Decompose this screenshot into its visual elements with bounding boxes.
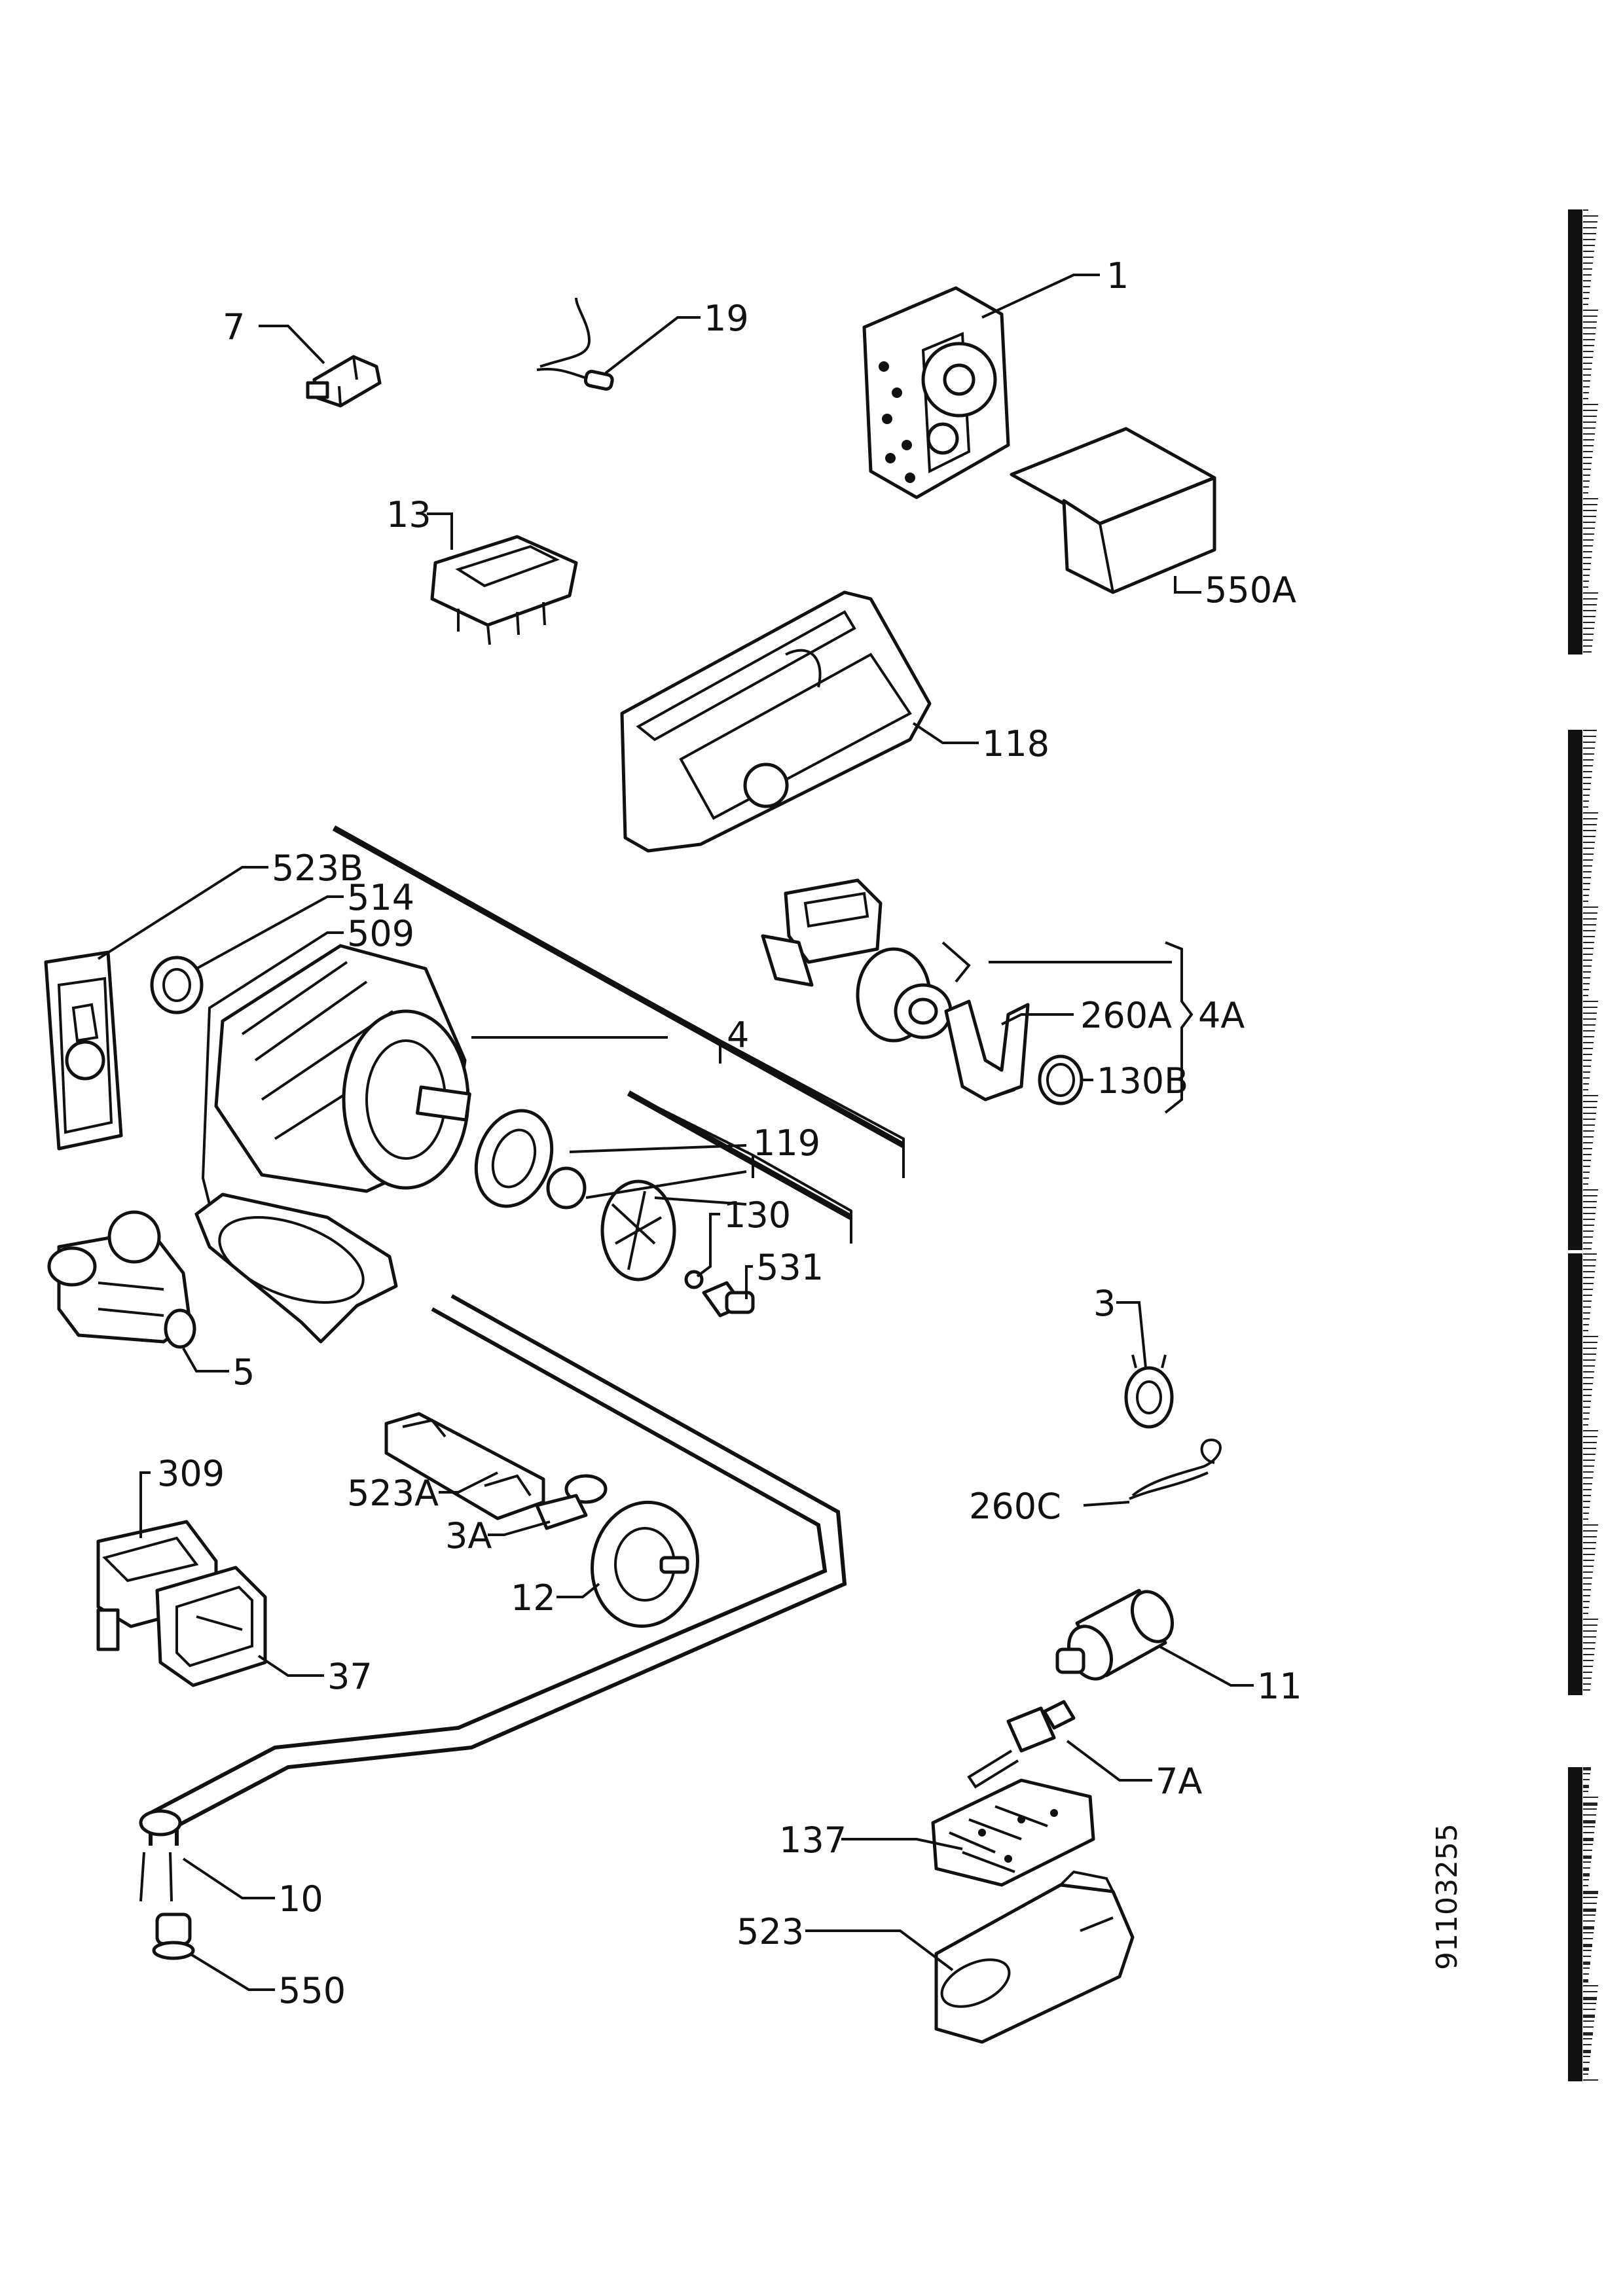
part-523B-panel bbox=[44, 950, 123, 1151]
label-4A: 4A bbox=[1198, 995, 1245, 1036]
part-514-grommet bbox=[150, 956, 204, 1014]
callout-labels: 7 19 1 550A 13 118 523B 514 509 4 260A 4… bbox=[157, 255, 1302, 2011]
part-509-gasket bbox=[194, 1193, 398, 1344]
part-260A-clip bbox=[944, 999, 1030, 1102]
label-523B: 523B bbox=[272, 848, 363, 889]
document-code: 91103255 bbox=[1431, 1823, 1464, 1970]
label-550: 550 bbox=[278, 1970, 346, 2011]
label-1: 1 bbox=[1106, 255, 1129, 296]
part-118-dispenser bbox=[620, 590, 932, 853]
label-130: 130 bbox=[723, 1194, 791, 1236]
part-531-screw bbox=[702, 1281, 755, 1318]
part-260C-clip bbox=[1129, 1438, 1222, 1500]
label-523A: 523A bbox=[347, 1473, 439, 1514]
part-5-valve bbox=[47, 1210, 196, 1349]
label-4: 4 bbox=[727, 1014, 749, 1056]
label-509: 509 bbox=[347, 913, 414, 954]
part-12-disk bbox=[591, 1500, 699, 1628]
label-523: 523 bbox=[737, 1911, 804, 1952]
leader-lines bbox=[97, 274, 1254, 1991]
label-137: 137 bbox=[779, 1820, 847, 1861]
part-130B-ring bbox=[1038, 1054, 1084, 1105]
label-514: 514 bbox=[347, 877, 414, 918]
part-19-sensor bbox=[536, 297, 614, 391]
label-3: 3 bbox=[1093, 1283, 1116, 1324]
part-1-timer bbox=[862, 286, 1010, 499]
part-137-filter bbox=[931, 1778, 1095, 1887]
part-13-switch bbox=[430, 535, 578, 645]
part-550A-box bbox=[1010, 427, 1216, 594]
part-10-heater bbox=[139, 1294, 847, 1902]
part-37-box bbox=[155, 1566, 267, 1687]
part-7-connector bbox=[306, 355, 382, 408]
part-550-plug bbox=[152, 1912, 195, 1960]
label-5: 5 bbox=[232, 1352, 255, 1393]
part-119-impeller bbox=[600, 1179, 676, 1282]
part-3-thermostat bbox=[1124, 1354, 1174, 1429]
label-11: 11 bbox=[1257, 1666, 1302, 1707]
label-260A: 260A bbox=[1080, 995, 1172, 1036]
label-10: 10 bbox=[278, 1878, 323, 1920]
label-12: 12 bbox=[511, 1577, 556, 1619]
label-531: 531 bbox=[756, 1247, 824, 1288]
label-7: 7 bbox=[223, 306, 245, 348]
label-130B: 130B bbox=[1097, 1060, 1188, 1102]
label-13: 13 bbox=[386, 494, 431, 535]
label-260C: 260C bbox=[969, 1486, 1061, 1527]
label-309: 309 bbox=[157, 1453, 225, 1494]
part-drain-pump bbox=[761, 878, 971, 1043]
part-3A-thermostat bbox=[535, 1474, 608, 1530]
label-550A: 550A bbox=[1205, 569, 1296, 611]
barcode-strip bbox=[1568, 209, 1598, 2081]
part-523-housing bbox=[934, 1870, 1135, 2044]
part-pump-housing bbox=[474, 1109, 587, 1210]
part-7A-microswitch bbox=[967, 1700, 1076, 1789]
label-119: 119 bbox=[753, 1122, 820, 1164]
label-19: 19 bbox=[704, 298, 749, 339]
label-3A: 3A bbox=[445, 1515, 492, 1556]
part-11-cylinder bbox=[1055, 1588, 1174, 1681]
part-4-motor bbox=[214, 944, 471, 1193]
label-7A: 7A bbox=[1156, 1761, 1202, 1802]
label-118: 118 bbox=[982, 723, 1049, 764]
label-37: 37 bbox=[327, 1656, 373, 1697]
